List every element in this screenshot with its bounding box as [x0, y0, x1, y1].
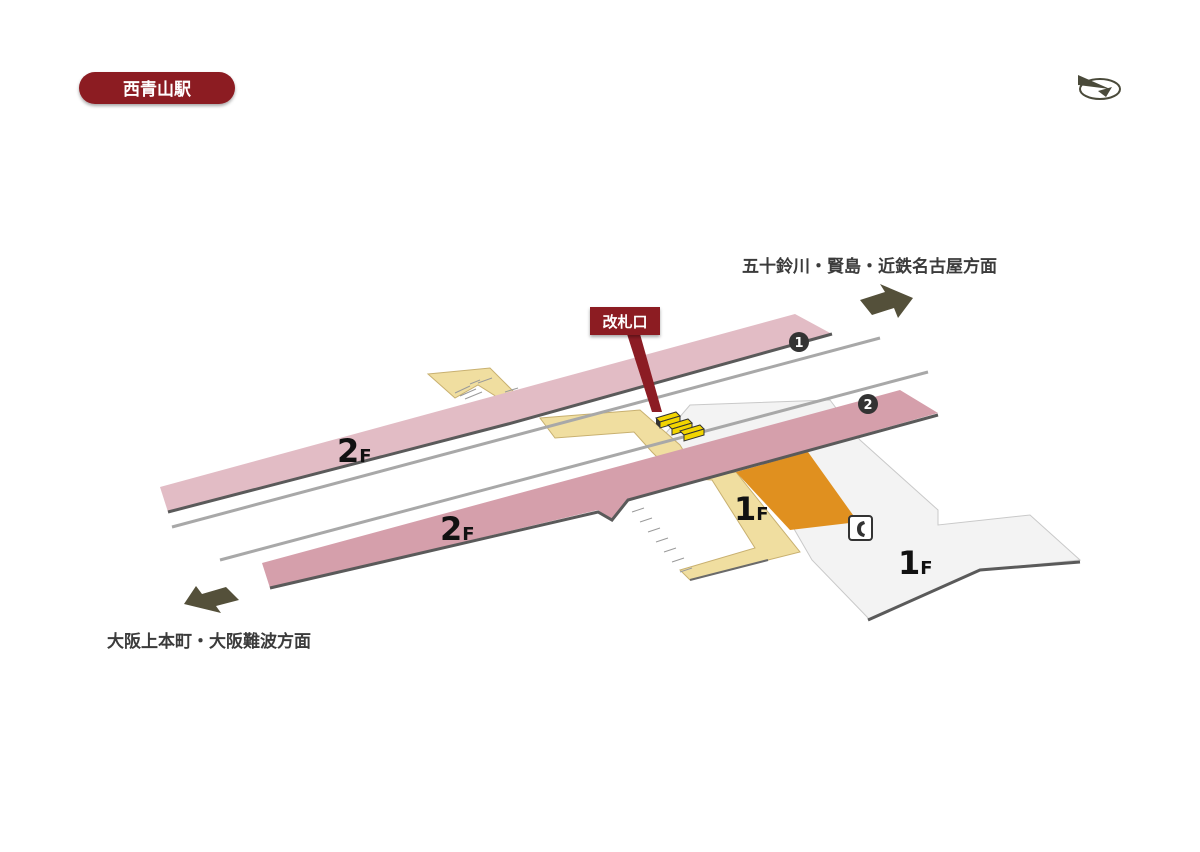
station-name: 西青山駅 [123, 79, 192, 100]
station-name-badge: 西青山駅 [79, 72, 235, 104]
concourse-area [426, 367, 801, 581]
concourse-floor-label: 1F [734, 490, 769, 528]
platform-2-number-badge [858, 394, 878, 414]
ticket-gate-label: 改札口 [602, 313, 647, 331]
arrow-icon-upper [860, 284, 913, 318]
direction-label-upper: 五十鈴川・賢島・近鉄名古屋方面 [742, 256, 997, 277]
arrow-icon-lower [184, 586, 239, 613]
ticket-gate-callout: 改札口 [590, 307, 662, 412]
railway-tracks [171, 336, 929, 562]
platform-1-number-badge [789, 332, 809, 352]
ticket-gate [655, 411, 705, 442]
platform-1-number: 1 [794, 336, 803, 351]
platform-2-number: 2 [863, 398, 872, 413]
platform-2-floor-label: 2F [440, 510, 475, 548]
platform-1-floor-label: 2F [337, 432, 372, 470]
platform-1: 1 2F [160, 314, 833, 514]
compass-icon [1078, 75, 1121, 100]
ground-floor-label: 1F [898, 544, 933, 582]
platform-2: 2 2F [262, 390, 939, 590]
direction-label-lower: 大阪上本町・大阪難波方面 [107, 631, 311, 652]
phone-icon [848, 515, 873, 541]
waiting-area [736, 452, 858, 530]
